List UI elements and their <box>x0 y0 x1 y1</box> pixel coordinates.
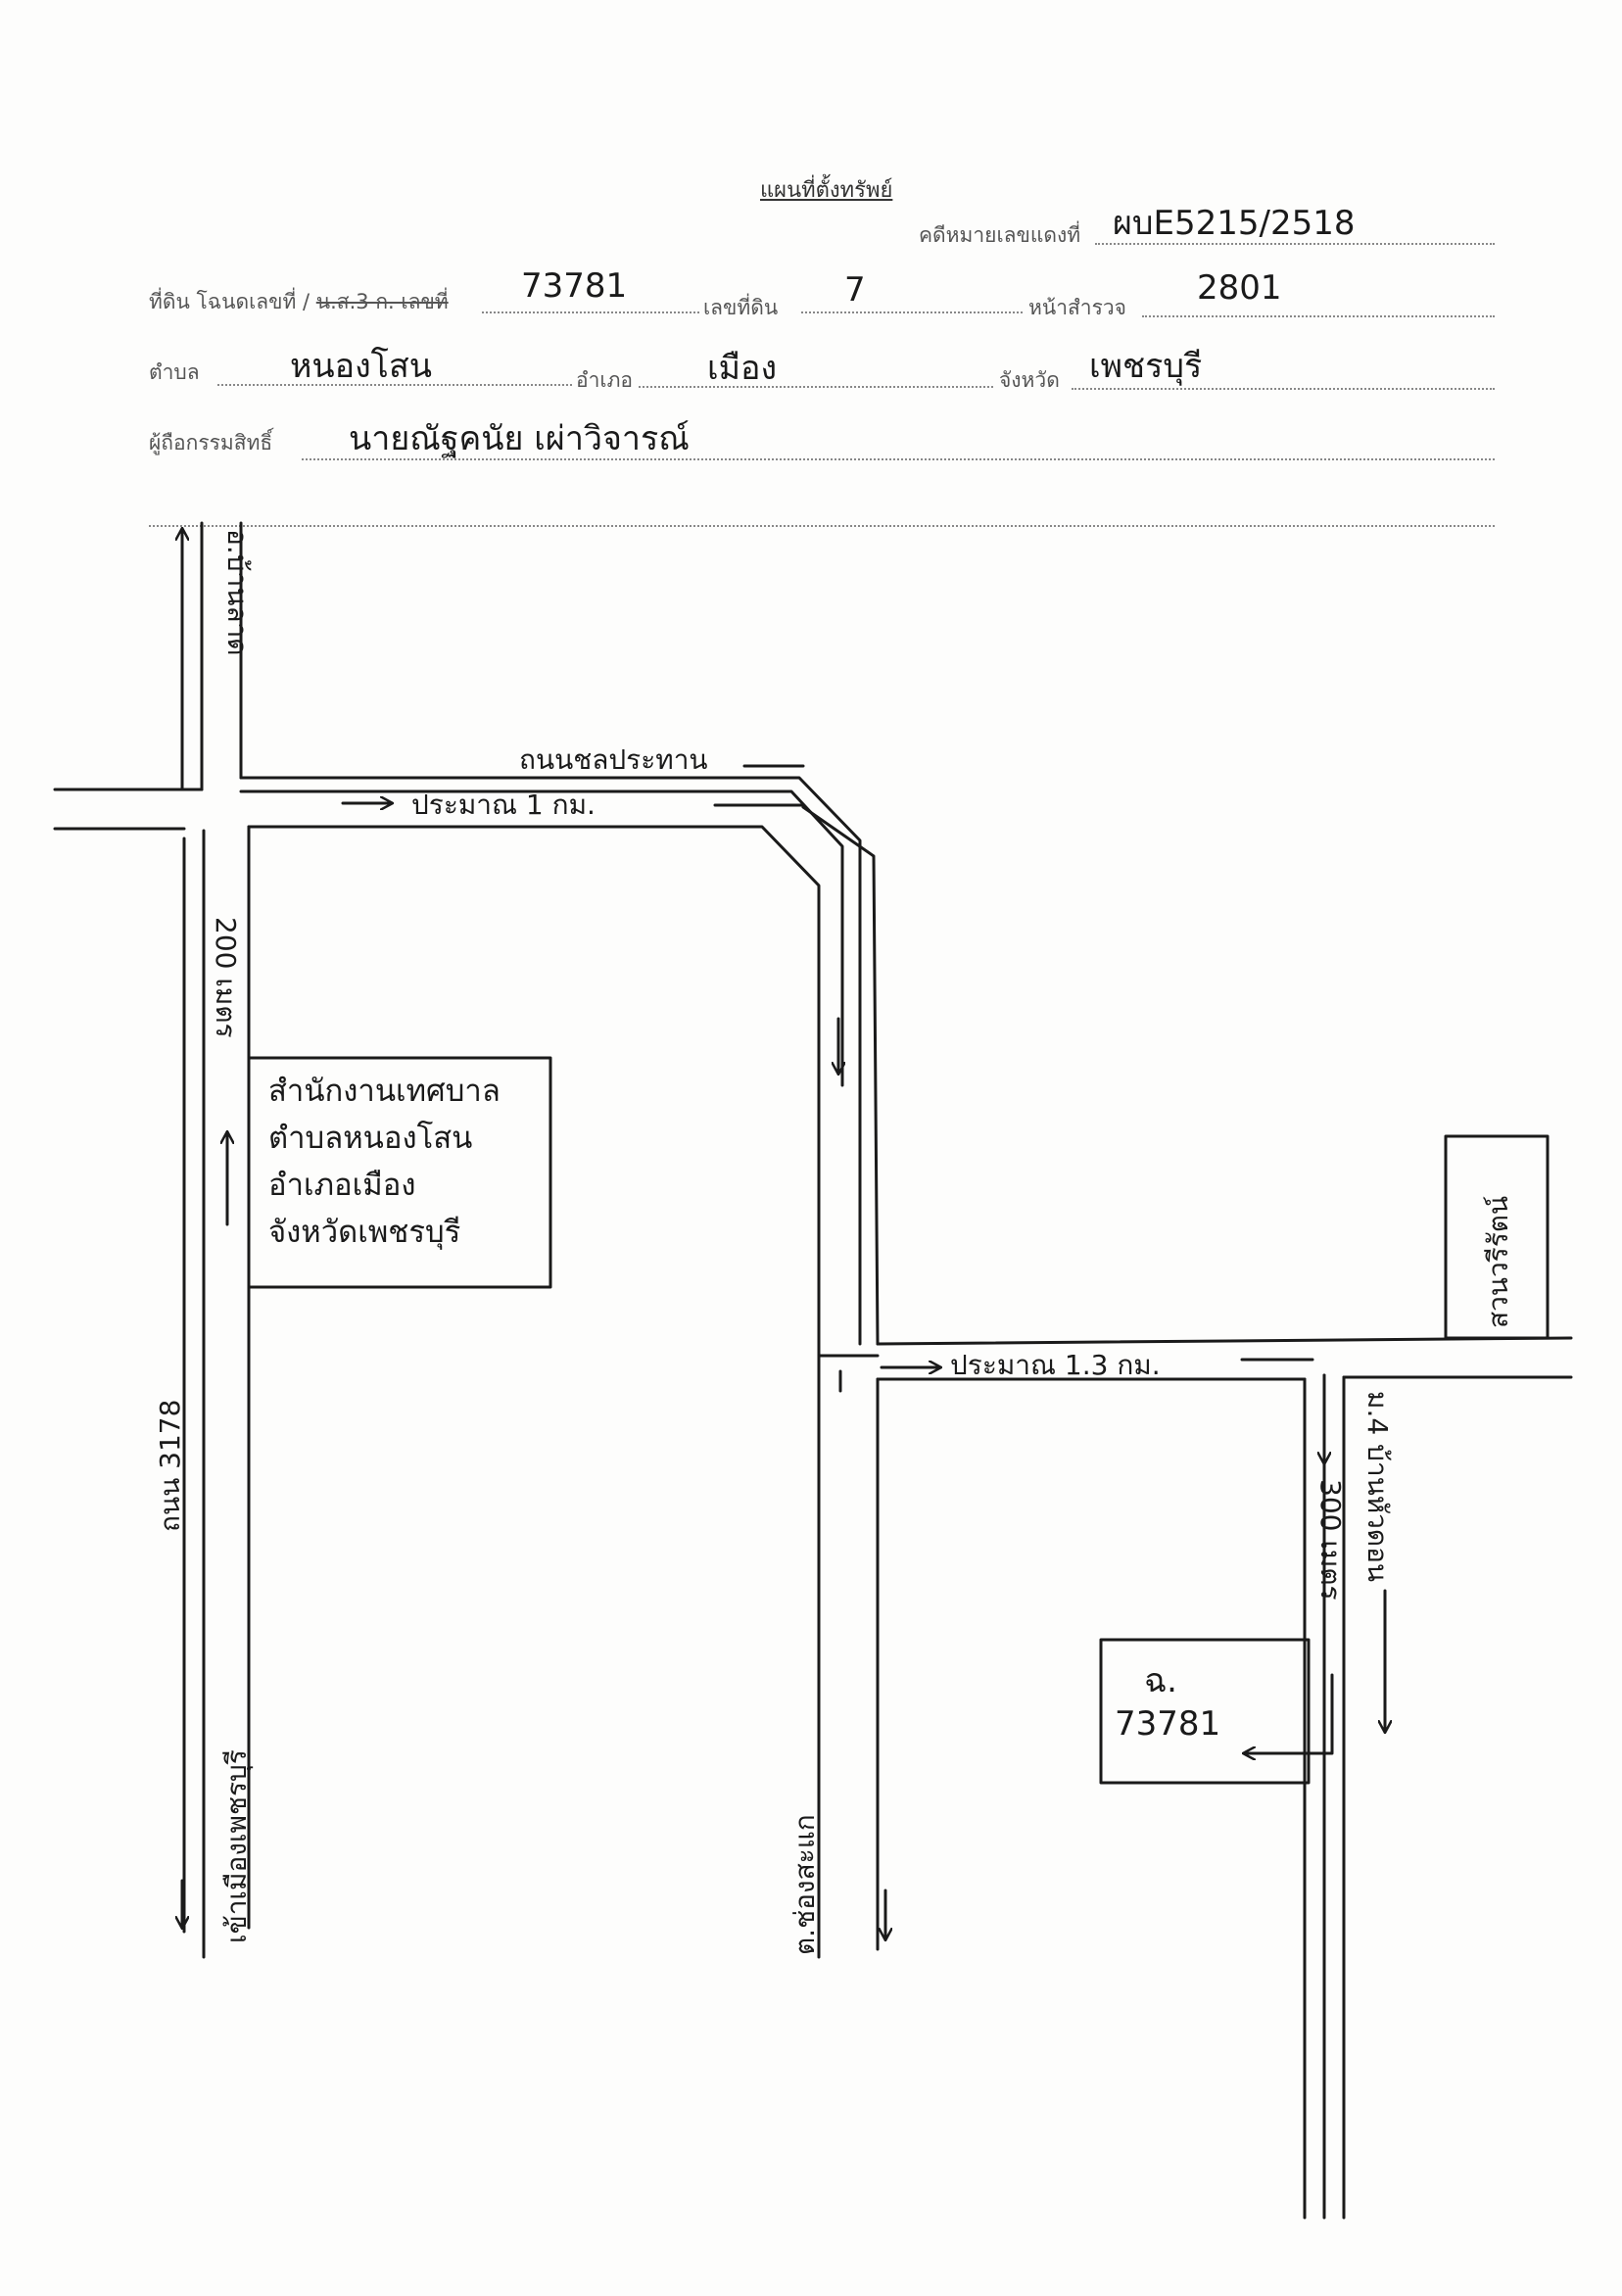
subdistrict-value: หนองโสน <box>290 347 432 386</box>
subdistrict-dotted-line <box>217 384 572 386</box>
land-box-frame <box>1099 1638 1311 1785</box>
blank-dotted-line <box>149 525 1495 527</box>
land-no-value: 7 <box>844 270 866 310</box>
owner-dotted-line <box>302 458 1495 460</box>
land-no-dotted-line <box>801 311 1023 313</box>
office-box-frame <box>247 1056 552 1289</box>
chonprathan-road-edge-1 <box>239 776 862 1346</box>
office-box: สำนักงานเทศบาล ตำบลหนองโสน อำเภอเมือง จั… <box>268 1068 501 1256</box>
case-dotted-line <box>1095 243 1495 245</box>
chonprathan-road-edge-3 <box>247 825 880 1358</box>
road-3178-label: ถนน 3178 <box>154 1399 186 1532</box>
deed-label: ที่ดิน โฉนดเลขที่ / น.ส.3 ก. เลขที่ <box>149 286 449 318</box>
survey-page-value: 2801 <box>1197 268 1282 308</box>
owner-value: นายณัฐคนัย เผ่าวิจารณ์ <box>349 419 690 458</box>
dist-300m-label: 300 เมตร <box>1314 1479 1347 1601</box>
survey-page-label: หน้าสำรวจ <box>1028 296 1126 319</box>
province-label: จังหวัด <box>999 368 1060 392</box>
dist-1km-label: ประมาณ 1 กม. <box>411 789 596 821</box>
to-petchaburi-label: เข้าเมืองเพชรบุรี <box>220 1749 253 1943</box>
office-box-line: ตำบลหนองโสน <box>268 1121 473 1156</box>
form-title: แผนที่ตั้งทรัพย์ <box>760 178 893 203</box>
office-box-line: อำเภอเมือง <box>268 1168 416 1203</box>
to-chong-sakae-label: ต.ช่องสะแก <box>788 1814 821 1955</box>
district-value: เมือง <box>707 349 778 388</box>
province-dotted-line <box>1072 388 1495 390</box>
park-box-label: สวนวรีรัตน์ <box>1482 1195 1514 1328</box>
survey-page-dotted-line <box>1142 315 1495 317</box>
office-box-line: จังหวัดเพชรบุรี <box>268 1215 461 1250</box>
chonprathan-road-edge-2 <box>239 789 844 1087</box>
route-arrow-to-land <box>1244 1673 1334 1753</box>
dist-1-3km-label: ประมาณ 1.3 กม. <box>950 1349 1161 1381</box>
deed-dotted-line <box>482 311 699 313</box>
subdistrict-label: ตำบล <box>149 360 200 384</box>
case-label: คดีหมายเลขแดงที่ <box>919 223 1081 247</box>
office-box-line: สำนักงานเทศบาล <box>268 1074 501 1109</box>
village-road-label: ม.4 บ้านหัวดอน <box>1361 1391 1394 1583</box>
deed-label-prefix: ที่ดิน โฉนดเลขที่ / <box>149 290 310 313</box>
chonprathan-road-edge-4 <box>801 805 880 1346</box>
land-marker-number: 73781 <box>1115 1704 1221 1744</box>
district-dotted-line <box>639 386 993 388</box>
district-label: อำเภอ <box>576 368 634 392</box>
land-no-label: เลขที่ดิน <box>703 296 779 319</box>
case-value: ผบE5215/2518 <box>1113 204 1356 243</box>
land-marker-title: ฉ. <box>1144 1661 1177 1700</box>
province-value: เพชรบุรี <box>1089 347 1203 386</box>
dist-200m-label: 200 เมตร <box>210 917 242 1038</box>
road-chonprathan-label: ถนนชลประทาน <box>519 743 708 776</box>
deed-label-struck: น.ส.3 ก. เลขที่ <box>315 290 449 313</box>
deed-value: 73781 <box>521 266 628 306</box>
road-top-left-label: อ.บ้านลาด <box>221 529 254 656</box>
owner-label: ผู้ถือกรรมสิทธิ์ <box>149 431 273 454</box>
park-box-frame <box>1444 1134 1550 1340</box>
